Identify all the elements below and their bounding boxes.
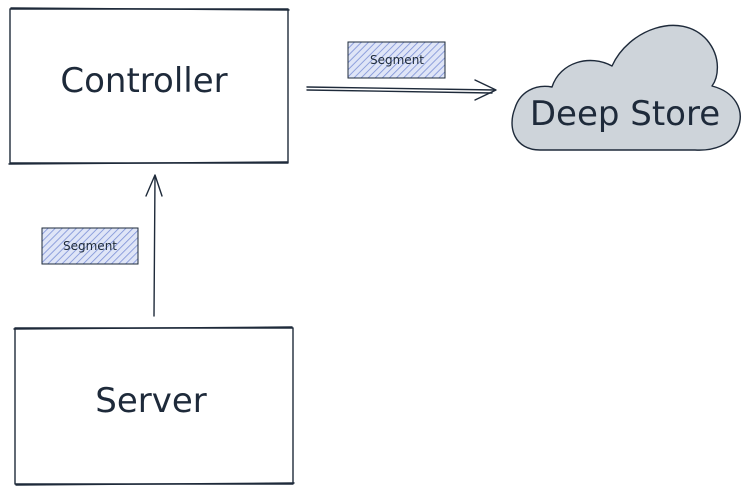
- controller-node[interactable]: Controller: [8, 7, 290, 165]
- deep-store-node[interactable]: Deep Store: [511, 24, 741, 151]
- server-box-sketch: [13, 326, 295, 486]
- server-node[interactable]: Server: [13, 326, 295, 486]
- segment-tag-top-box: [347, 41, 446, 79]
- segment-tag-left-box: [41, 227, 139, 265]
- edge-server-to-controller: Segment: [41, 174, 163, 317]
- arrow-shaft-horizontal: [306, 86, 496, 94]
- controller-box-sketch: [8, 7, 290, 165]
- deep-store-cloud: [511, 24, 741, 151]
- server-label: Server: [95, 381, 207, 421]
- arrow-head-up: [145, 174, 163, 197]
- arrow-head-right: [474, 79, 497, 101]
- segment-tag-left-label: Segment: [63, 239, 117, 253]
- arrow-shaft-vertical: [153, 175, 156, 317]
- segment-tag-top: Segment: [347, 41, 446, 79]
- segment-tag-top-label: Segment: [370, 53, 424, 67]
- deep-store-label: Deep Store: [530, 94, 720, 134]
- edge-controller-to-deep-store: Segment: [306, 41, 497, 101]
- segment-tag-left: Segment: [41, 227, 139, 265]
- controller-label: Controller: [60, 61, 227, 101]
